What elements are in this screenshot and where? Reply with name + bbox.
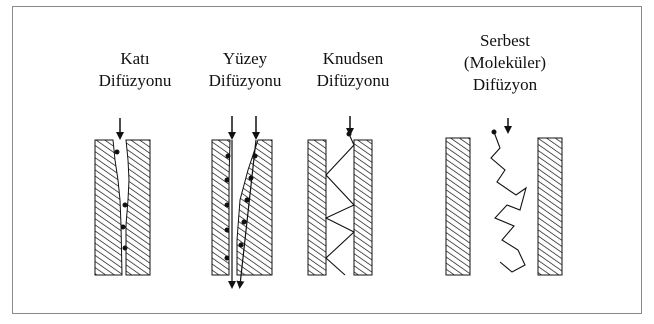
molecule (123, 203, 128, 208)
pore-wall-right (126, 140, 150, 275)
adsorbed-molecule (242, 220, 247, 225)
random-walk-path (491, 132, 526, 272)
panel-free-diffusion (446, 118, 562, 275)
pore-wall-left (446, 138, 470, 275)
adsorbed-molecule (253, 154, 258, 159)
panel-surface-diffusion (212, 116, 272, 285)
pore-wall-right (538, 138, 562, 275)
adsorbed-molecule (245, 198, 250, 203)
pore-wall-left (212, 140, 230, 275)
pore-wall-left (95, 140, 122, 275)
adsorbed-molecule (225, 178, 230, 183)
adsorbed-molecule (225, 203, 230, 208)
molecule (115, 150, 120, 155)
knudsen-zigzag-path (326, 134, 354, 275)
adsorbed-molecule (239, 243, 244, 248)
molecule (121, 225, 126, 230)
panel-knudsen-diffusion (308, 116, 372, 275)
panel-solid-diffusion (95, 118, 150, 275)
molecule (123, 246, 128, 251)
adsorbed-molecule (226, 154, 231, 159)
adsorbed-molecule (249, 176, 254, 181)
adsorbed-molecule (225, 228, 230, 233)
pore-wall-left (308, 140, 326, 275)
adsorbed-molecule (225, 256, 230, 261)
pore-wall-right (354, 140, 372, 275)
pore-wall-right (237, 140, 272, 275)
